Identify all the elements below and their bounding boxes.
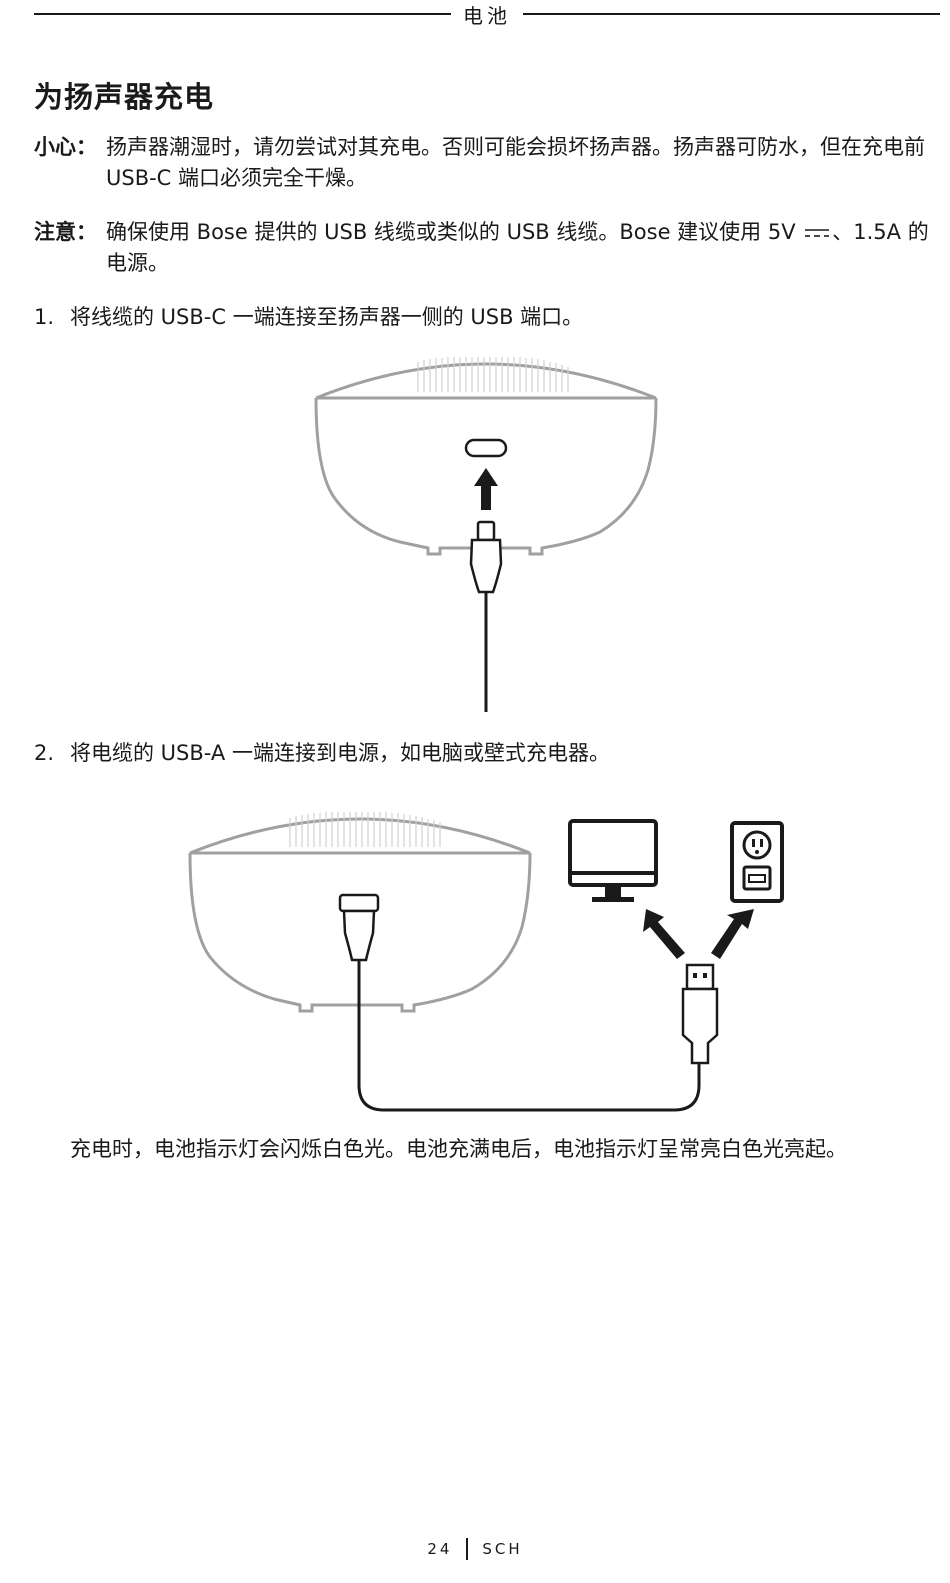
result-text: 充电时，电池指示灯会闪烁白色光。电池充满电后，电池指示灯呈常亮白色光亮起。 [70,1137,847,1161]
arrow-up-icon [711,909,754,959]
usb-c-plug-icon [338,893,380,962]
language-code: SCH [482,1540,523,1558]
step-1: 1. 将线缆的 USB-C 一端连接至扬声器一侧的 USB 端口。 [34,302,583,333]
page-number: 24 [427,1540,453,1558]
step-2: 2. 将电缆的 USB-A 一端连接到电源，如电脑或壁式充电器。 [34,738,610,769]
notice-label: 注意： [34,220,97,244]
step-number: 2. [34,741,55,765]
usb-cable [357,960,701,1112]
header-rule-right [523,13,940,15]
step-text: 将电缆的 USB-A 一端连接到电源，如电脑或壁式充电器。 [70,741,610,765]
speaker-illustration-icon [314,357,658,556]
page-footer: 24 SCH [0,1538,950,1560]
section-header: 电池 [34,0,940,28]
usb-a-plug-icon [681,963,719,1065]
computer-monitor-icon [568,819,658,902]
figure-usb-a-connection [188,812,784,1112]
notice-note: 注意： 确保使用 Bose 提供的 USB 线缆或类似的 USB 线缆。Bose… [34,217,944,279]
page-title: 为扬声器充电 [34,80,215,114]
step-text: 将线缆的 USB-C 一端连接至扬声器一侧的 USB 端口。 [70,305,584,329]
notice-text-after: 、1.5A 的电源。 [106,220,929,275]
speaker-illustration-icon [188,812,532,1013]
notice-text-before: 确保使用 Bose 提供的 USB 线缆或类似的 USB 线缆。Bose 建议使… [106,220,803,244]
dc-symbol-icon [805,229,830,237]
caution-note: 小心： 扬声器潮湿时，请勿尝试对其充电。否则可能会损坏扬声器。扬声器可防水，但在… [34,132,944,194]
arrow-up-icon [474,468,498,510]
notice-body: 确保使用 Bose 提供的 USB 线缆或类似的 USB 线缆。Bose 建议使… [106,217,944,279]
header-rule-left [34,13,451,15]
step-number: 1. [34,305,55,329]
section-title: 电池 [463,3,511,28]
caution-text: 扬声器潮湿时，请勿尝试对其充电。否则可能会损坏扬声器。扬声器可防水，但在充电前 … [106,135,925,190]
caution-label: 小心： [34,135,97,159]
footer-separator [466,1538,469,1560]
arrow-up-icon [643,909,685,959]
usb-c-port-icon [464,438,508,458]
figure-usb-c-connection [314,357,658,712]
usb-c-plug-icon [469,520,503,712]
wall-outlet-icon [730,821,784,903]
